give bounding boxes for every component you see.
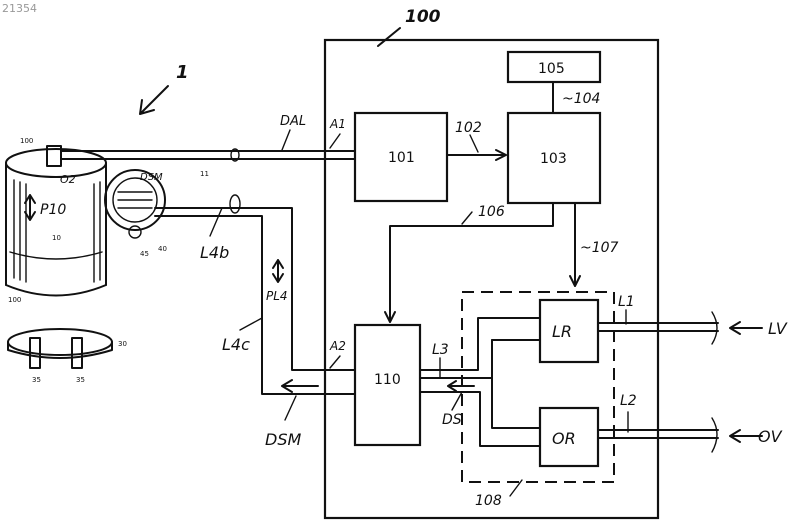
leader-dsm-out: [285, 396, 296, 420]
block-105-label: 105: [538, 61, 565, 77]
label-107: ~107: [580, 240, 619, 256]
tank-bottom: [6, 285, 106, 296]
tank-walls: [6, 163, 106, 285]
sensor-lines: [118, 192, 152, 208]
label-100: 100: [405, 7, 441, 27]
line-dal: [62, 151, 355, 159]
tank-hatching: [14, 180, 100, 282]
break-l2: [712, 418, 717, 452]
label-sensor-40: 40: [158, 245, 167, 253]
tank-level: [10, 252, 102, 259]
label-l4c: L4c: [222, 335, 250, 354]
block-110-label: 110: [374, 372, 401, 388]
arrow-system-1: [140, 86, 168, 114]
label-system-1: 1: [176, 62, 189, 83]
label-l4b: L4b: [200, 243, 229, 262]
label-l2: L2: [620, 393, 637, 409]
block-101-label: 101: [388, 150, 415, 166]
label-cap-30: 30: [118, 340, 127, 348]
leader-l4b: [210, 208, 222, 236]
label-dsm-probe: DSM: [140, 172, 163, 183]
label-l1: L1: [618, 294, 635, 310]
label-tank-top: 100: [20, 137, 33, 145]
label-pl4: PL4: [266, 289, 288, 303]
label-o2: O2: [60, 173, 76, 186]
label-pin-35b: 35: [76, 376, 85, 384]
label-lv: LV: [768, 319, 788, 338]
leader-l4c: [240, 318, 262, 330]
sensor-knob: [129, 226, 141, 238]
arrow-pl4: [273, 260, 283, 282]
arrow-dsm-out: [282, 380, 318, 392]
label-108: 108: [475, 493, 502, 509]
label-tube-11: 11: [200, 170, 209, 178]
label-dal: DAL: [280, 114, 306, 129]
leader-dal: [282, 130, 290, 150]
break-l1: [712, 312, 717, 344]
label-106: 106: [478, 204, 505, 220]
l4b-coupling: [230, 195, 240, 213]
block-103-label: 103: [540, 151, 567, 167]
tank-top: [6, 149, 106, 177]
label-ov: OV: [758, 427, 783, 446]
figure-id: 21354: [2, 2, 37, 15]
label-l3: L3: [432, 342, 449, 358]
label-a1: A1: [329, 117, 346, 131]
block-lr-label: LR: [552, 322, 572, 341]
label-sensor-45: 45: [140, 250, 149, 258]
block-or-label: OR: [552, 429, 576, 448]
label-tank-100: 100: [8, 296, 21, 304]
label-tank-10: 10: [52, 234, 61, 242]
label-a2: A2: [329, 339, 346, 353]
label-102: 102: [455, 120, 482, 136]
arrow-lv: [730, 322, 762, 334]
label-p10: P10: [40, 202, 66, 218]
label-ds: DS: [442, 412, 462, 428]
label-104: ~104: [562, 91, 600, 107]
label-dsm-out: DSM: [265, 430, 301, 449]
cap-top: [8, 329, 112, 355]
label-pin-35a: 35: [32, 376, 41, 384]
